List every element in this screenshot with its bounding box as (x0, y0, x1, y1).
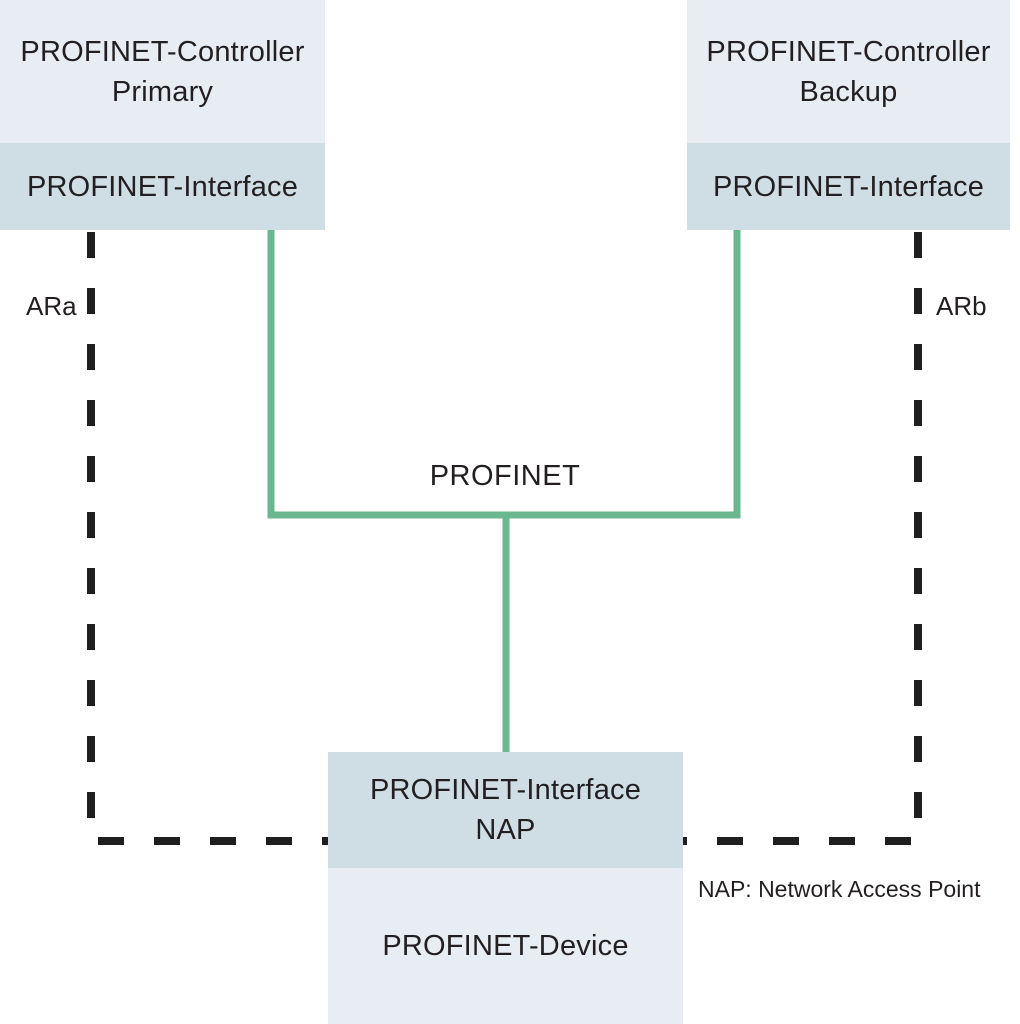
controller-primary-title-line1: PROFINET-Controller (20, 35, 305, 68)
controller-primary-interface-label: PROFINET-Interface (26, 170, 299, 203)
controller-primary-box: PROFINET-Controller Primary PROFINET-Int… (0, 0, 325, 230)
controller-backup-interface: PROFINET-Interface (687, 143, 1010, 230)
network-label: PROFINET (429, 460, 581, 492)
controller-backup-box: PROFINET-Controller Backup PROFINET-Inte… (687, 0, 1010, 230)
device-interface-nap: PROFINET-Interface NAP (328, 752, 683, 868)
device-label-section: PROFINET-Device (328, 868, 683, 1024)
controller-primary-interface: PROFINET-Interface (0, 143, 325, 230)
device-interface-line1: PROFINET-Interface (369, 774, 642, 806)
device-box: PROFINET-Interface NAP PROFINET-Device (328, 752, 683, 1024)
ar-b-label: ARb (936, 291, 987, 321)
controller-backup-interface-label: PROFINET-Interface (712, 170, 985, 203)
ar-line-a (87, 232, 330, 845)
nap-footnote: NAP: Network Access Point (698, 876, 981, 902)
controller-backup-title-line1: PROFINET-Controller (706, 35, 991, 68)
controller-primary-title: PROFINET-Controller Primary (0, 0, 325, 143)
device-label: PROFINET-Device (382, 930, 629, 962)
controller-primary-title-line2: Primary (111, 75, 214, 108)
controller-backup-title-line2: Backup (799, 75, 898, 108)
ar-a-label: ARa (26, 291, 77, 321)
controller-backup-title: PROFINET-Controller Backup (687, 0, 1010, 143)
ar-line-b (681, 232, 922, 845)
device-interface-line2: NAP (475, 814, 536, 846)
